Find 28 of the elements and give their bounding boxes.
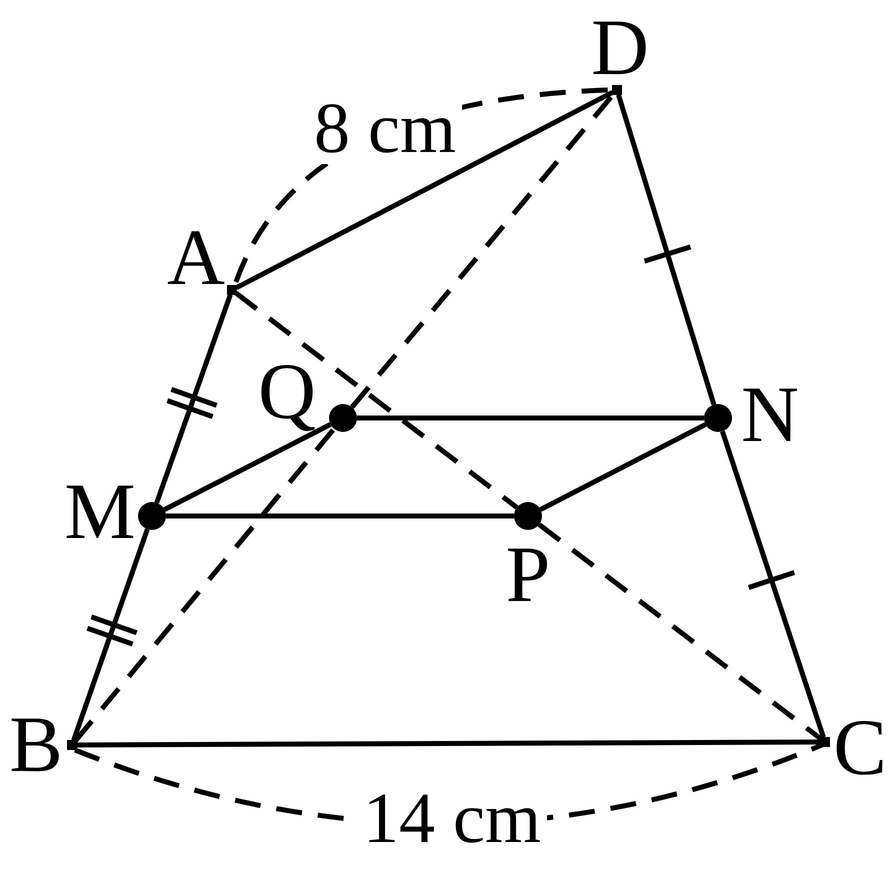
vertex-point <box>820 737 830 747</box>
line-segment <box>616 94 716 406</box>
point-label: Q <box>258 352 316 432</box>
point-label: D <box>591 8 649 88</box>
line-segment <box>720 430 826 738</box>
line-segment <box>77 740 820 748</box>
point-label: B <box>9 705 63 785</box>
point-dot <box>704 404 732 432</box>
line-segment <box>71 528 150 742</box>
point-label: C <box>833 708 887 788</box>
point-dot <box>329 404 357 432</box>
vertex-point <box>227 285 237 295</box>
dashed-line <box>234 291 518 510</box>
point-label: M <box>64 472 136 552</box>
dashed-line <box>73 427 336 743</box>
line-segment <box>163 422 332 512</box>
line-segment <box>154 294 233 504</box>
point-dot <box>138 502 166 530</box>
point-label: A <box>167 218 225 298</box>
vertex-point <box>67 740 77 750</box>
line-segment <box>357 416 704 420</box>
line-segment <box>539 422 707 512</box>
dashed-line <box>538 522 823 741</box>
vertex-point <box>612 85 622 95</box>
point-dot <box>514 502 542 530</box>
line-segment <box>166 514 514 518</box>
point-label: P <box>506 535 550 615</box>
point-label: N <box>741 375 799 455</box>
